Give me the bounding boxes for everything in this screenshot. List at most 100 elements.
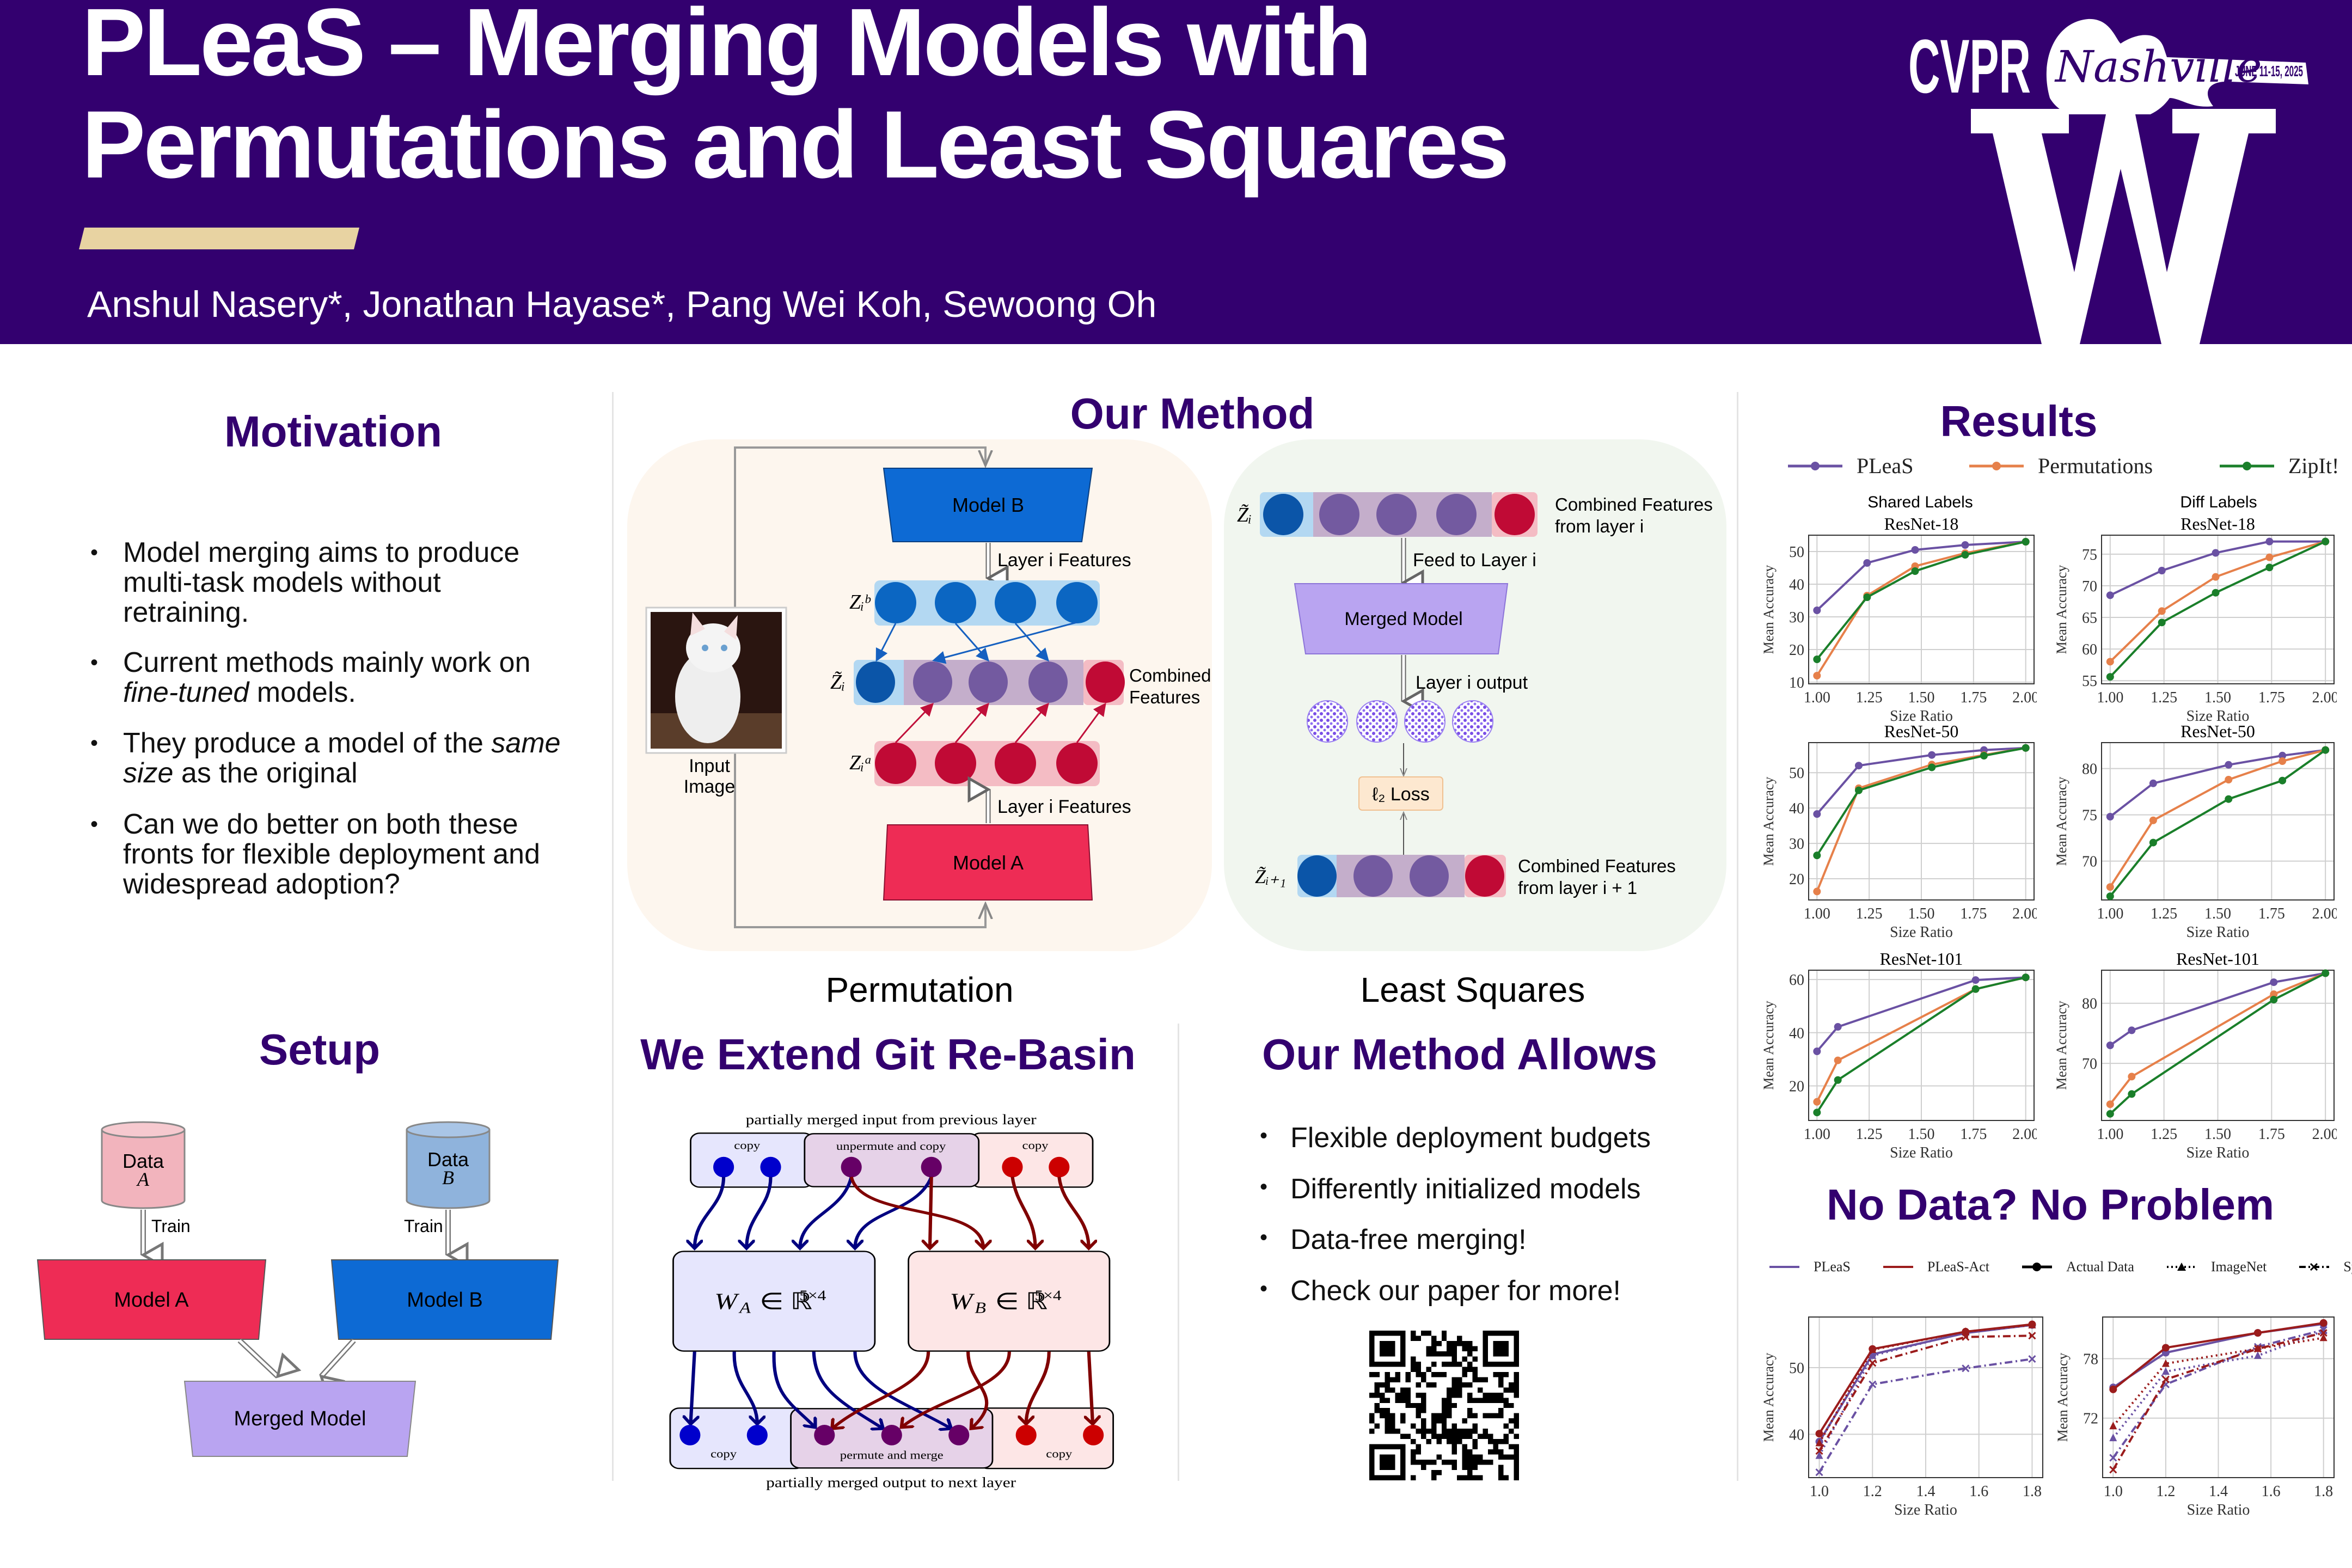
- x-tick-label: 2.00: [2012, 689, 2037, 706]
- y-tick-label: 75: [2082, 807, 2097, 824]
- legend-label: ZipIt!: [2288, 454, 2339, 478]
- data-point: [2265, 553, 2274, 561]
- nodata-legend: PLeaS PLeaS-Act Actual Data ImageNet Syn…: [1769, 1259, 2352, 1275]
- legend-swatch-icon: [1788, 461, 1842, 470]
- model-a-block: [36, 1259, 267, 1340]
- series-line: [1818, 1358, 2032, 1473]
- poster-title-line1: PLeaS – Merging Models with: [82, 0, 1372, 96]
- data-point: [2212, 573, 2220, 581]
- data-point: [2265, 564, 2274, 572]
- y-tick-label: 78: [2083, 1351, 2098, 1368]
- y-axis-label: Mean Accuracy: [2054, 565, 2069, 654]
- y-tick-label: 20: [1789, 1078, 1804, 1095]
- layer-features-label: Layer i Features: [997, 797, 1131, 817]
- data-point: [2109, 1422, 2117, 1430]
- qr-finder: [1379, 1454, 1395, 1471]
- y-tick-label: 55: [2082, 673, 2097, 690]
- data-point: [1869, 1345, 1877, 1353]
- data-point: [1815, 1438, 1823, 1447]
- top-caption: partially merged input from previous lay…: [746, 1112, 1037, 1128]
- plot-frame: [1808, 535, 2035, 684]
- data-point: [2149, 779, 2157, 787]
- data-point: [1815, 1430, 1823, 1438]
- allows-bullet: Differently initialized models: [1260, 1173, 1641, 1205]
- data-point: [1962, 1327, 1970, 1335]
- za-feature-row: [874, 741, 1100, 786]
- least-squares-label: Least Squares: [1360, 970, 1585, 1009]
- data-point: [1928, 751, 1936, 759]
- legend-swatch-icon: [1883, 1266, 1913, 1268]
- data-point: [2270, 990, 2278, 999]
- y-tick-label: 70: [2082, 1056, 2097, 1073]
- title-underline-bar: [79, 228, 359, 249]
- allows-heading: Our Method Allows: [1262, 1030, 1657, 1079]
- merged-model-label: Merged Model: [1344, 609, 1462, 629]
- x-axis-label: Size Ratio: [1890, 924, 1953, 938]
- copy-label: copy: [1022, 1139, 1049, 1152]
- data-point: [1813, 852, 1821, 860]
- legend-swatch-icon: [1769, 1266, 1799, 1268]
- data-a-cylinder: Data A: [101, 1121, 186, 1209]
- x-tick-label: 1.0: [2104, 1483, 2123, 1500]
- chart-title: ResNet-50: [2180, 721, 2255, 741]
- plot-frame: [2101, 742, 2335, 901]
- x-axis-label: Size Ratio: [2186, 1144, 2250, 1159]
- x-tick-label: 1.00: [1804, 905, 1830, 922]
- paper-qr-code[interactable]: [1369, 1331, 1519, 1480]
- data-point: [2319, 1333, 2328, 1342]
- chart-title: ResNet-50: [1884, 721, 1959, 741]
- data-point: [2106, 883, 2114, 891]
- x-axis-label: Size Ratio: [1894, 1502, 1957, 1516]
- author-list: Anshul Nasery*, Jonathan Hayase*, Pang W…: [87, 284, 1157, 325]
- x-tick-label: 1.25: [1856, 905, 1883, 922]
- x-tick-label: 1.25: [1856, 1126, 1883, 1143]
- series-line: [1816, 976, 2026, 1113]
- data-point: [1815, 1451, 1823, 1459]
- data-point: [2158, 618, 2166, 627]
- x-tick-label: 1.25: [2151, 905, 2177, 922]
- x-tick-label: 1.50: [2204, 1126, 2231, 1143]
- y-tick-label: 50: [1789, 765, 1804, 782]
- x-tick-label: 2.00: [2312, 905, 2337, 922]
- y-tick-label: 70: [2082, 854, 2097, 871]
- data-point: [2225, 795, 2233, 803]
- series-line: [1818, 1324, 2032, 1444]
- wa-label: W: [714, 1289, 740, 1314]
- column-divider: [612, 392, 614, 1481]
- data-point: [1869, 1380, 1877, 1388]
- legend-item-zipit: ZipIt!: [2220, 453, 2339, 479]
- x-tick-label: 1.50: [1908, 1126, 1935, 1143]
- y-tick-label: 40: [1789, 1426, 1804, 1443]
- motivation-bullet: Can we do better on both these fronts fo…: [90, 810, 569, 899]
- copy-label: copy: [1046, 1448, 1073, 1460]
- y-axis-label: Mean Accuracy: [2055, 1353, 2071, 1442]
- nodata-heading: No Data? No Problem: [1826, 1180, 2275, 1229]
- series-zipit-: [1813, 538, 2030, 663]
- data-point: [1855, 762, 1863, 770]
- wa-dims: 5×4: [799, 1288, 826, 1303]
- data-point: [2106, 813, 2114, 820]
- combined-features-label: from layer i: [1555, 516, 1644, 536]
- y-axis-label: Mean Accuracy: [2054, 1001, 2069, 1090]
- data-point: [2161, 1344, 2170, 1352]
- series-zipit-: [2106, 537, 2330, 681]
- legend-label: Permutations: [2038, 454, 2153, 478]
- data-point: [1961, 551, 1969, 559]
- data-point: [1961, 541, 1969, 549]
- x-tick-label: 2.00: [2312, 1126, 2337, 1143]
- data-point: [2149, 816, 2157, 824]
- plot-frame: [1808, 970, 2035, 1121]
- train-label: Train: [404, 1216, 443, 1236]
- data-point: [2109, 1466, 2117, 1474]
- chart-title: ResNet-18: [1884, 514, 1959, 534]
- data-point: [2022, 744, 2030, 752]
- data-point: [1815, 1468, 1823, 1477]
- x-tick-label: 1.50: [1908, 689, 1935, 706]
- legend-swatch-icon: [2022, 1263, 2052, 1271]
- copy-label: copy: [734, 1139, 761, 1152]
- data-point: [2270, 978, 2278, 987]
- data-point: [2109, 1434, 2117, 1442]
- conference-dates: JUNE 11-15, 2025: [2235, 63, 2303, 79]
